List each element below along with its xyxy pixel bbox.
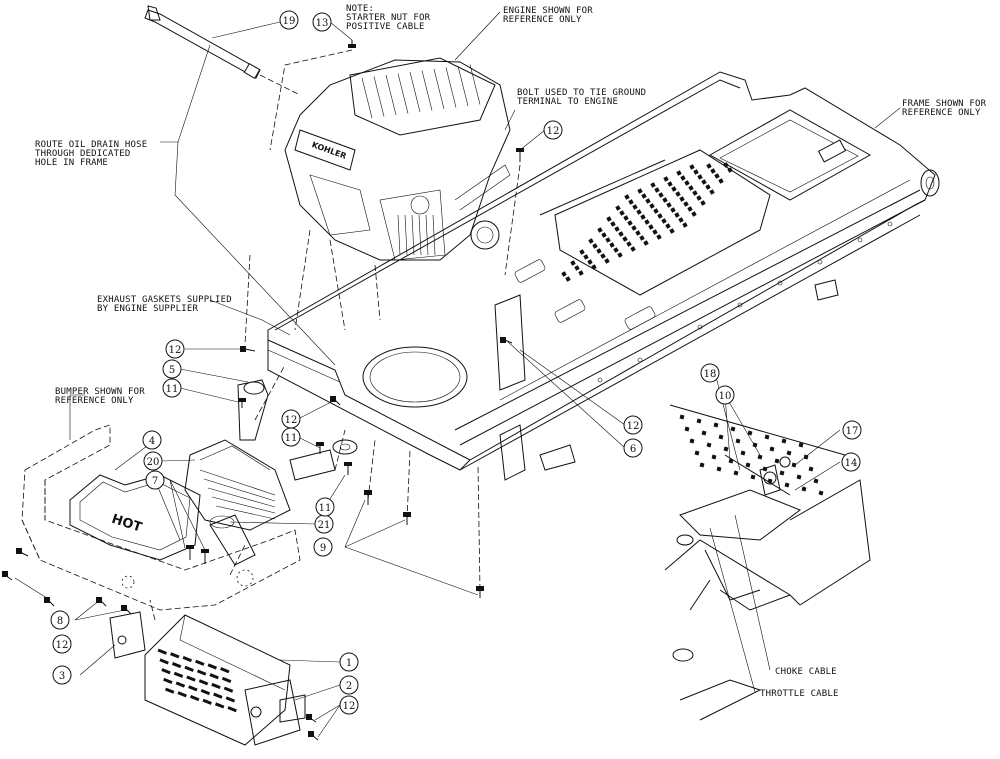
svg-text:10: 10 <box>719 391 732 402</box>
svg-text:11: 11 <box>166 384 179 395</box>
callout-14: 14 <box>841 452 861 472</box>
callout-12-f: 12 <box>339 695 359 715</box>
svg-text:1: 1 <box>346 658 352 669</box>
oil-note-line-2: THROUGH DEDICATED <box>35 149 131 159</box>
callout-21: 21 <box>314 514 334 534</box>
callout-11-c: 11 <box>315 497 335 517</box>
annotation-notes: NOTE: STARTER NUT FOR POSITIVE CABLE ENG… <box>35 4 987 699</box>
mower-frame <box>267 71 940 481</box>
oil-drain-hose <box>144 5 301 96</box>
callout-1: 1 <box>339 652 359 672</box>
callout-10: 10 <box>715 385 735 405</box>
callout-17: 17 <box>842 420 862 440</box>
oil-note-line-1: ROUTE OIL DRAIN HOSE <box>35 140 147 150</box>
svg-text:21: 21 <box>318 520 331 531</box>
ground-note-line-1: BOLT USED TO TIE GROUND <box>517 88 646 98</box>
ground-note-line-2: TERMINAL TO ENGINE <box>517 97 618 107</box>
heat-shield: HOT <box>69 474 201 561</box>
starter-note-line-3: POSITIVE CABLE <box>346 22 425 32</box>
starter-note-line-2: STARTER NUT FOR <box>346 13 431 23</box>
leader-lines <box>14 11 901 738</box>
bumper-note-line-1: BUMPER SHOWN FOR <box>55 387 145 397</box>
callout-12-e: 12 <box>52 634 72 654</box>
bumper-note-line-2: REFERENCE ONLY <box>55 396 134 406</box>
lower-muffler <box>109 611 306 746</box>
gasket-note-line-2: BY ENGINE SUPPLIER <box>97 304 199 314</box>
callout-7: 7 <box>145 470 165 490</box>
svg-text:8: 8 <box>57 616 63 627</box>
svg-text:11: 11 <box>319 503 332 514</box>
svg-text:12: 12 <box>627 421 640 432</box>
assembly-lines <box>149 49 521 621</box>
callout-2: 2 <box>339 675 359 695</box>
callout-18: 18 <box>700 363 720 383</box>
svg-text:19: 19 <box>283 16 296 27</box>
callouts: 19 13 12 12 5 11 12 4 11 20 7 21 11 9 12… <box>50 10 862 715</box>
svg-text:12: 12 <box>285 415 298 426</box>
throttle-cable-label: THROTTLE CABLE <box>760 689 839 699</box>
deck-hole-grid <box>561 162 733 282</box>
svg-text:12: 12 <box>343 701 356 712</box>
callout-11-a: 11 <box>162 378 182 398</box>
engine-note-line-2: REFERENCE ONLY <box>503 15 582 25</box>
engine-note-line-1: ENGINE SHOWN FOR <box>503 6 593 16</box>
callout-9: 9 <box>313 537 333 557</box>
svg-text:7: 7 <box>152 476 158 487</box>
svg-text:14: 14 <box>845 458 858 469</box>
frame-note-line-2: REFERENCE ONLY <box>902 108 981 118</box>
callout-3: 3 <box>52 665 72 685</box>
svg-text:5: 5 <box>169 365 175 376</box>
svg-text:12: 12 <box>169 345 182 356</box>
svg-text:4: 4 <box>149 436 155 447</box>
svg-text:6: 6 <box>630 444 636 455</box>
svg-text:20: 20 <box>147 457 160 468</box>
svg-text:9: 9 <box>320 543 326 554</box>
frame-note-line-1: FRAME SHOWN FOR <box>902 99 987 109</box>
gasket-note-line-1: EXHAUST GASKETS SUPPLIED <box>97 295 232 305</box>
muffler-assembly <box>184 379 358 566</box>
svg-text:11: 11 <box>285 433 298 444</box>
svg-text:12: 12 <box>56 640 69 651</box>
choke-cable-label: CHOKE CABLE <box>775 667 837 677</box>
hot-label: HOT <box>110 512 144 536</box>
callout-8: 8 <box>50 610 70 630</box>
bumper <box>21 424 301 611</box>
svg-text:17: 17 <box>846 426 859 437</box>
callout-12-a: 12 <box>543 120 563 140</box>
inset-detail <box>664 404 871 721</box>
callout-20: 20 <box>143 451 163 471</box>
callout-11-b: 11 <box>281 427 301 447</box>
callout-19: 19 <box>279 10 299 30</box>
svg-text:12: 12 <box>547 126 560 137</box>
svg-text:3: 3 <box>59 671 65 682</box>
callout-5: 5 <box>162 359 182 379</box>
callout-12-b: 12 <box>165 339 185 359</box>
oil-note-line-3: HOLE IN FRAME <box>35 158 108 168</box>
callout-12-d: 12 <box>623 415 643 435</box>
starter-note-line-1: NOTE: <box>346 4 374 14</box>
svg-text:13: 13 <box>316 18 329 29</box>
svg-text:2: 2 <box>346 681 352 692</box>
engine: KOHLER <box>284 57 511 261</box>
svg-text:18: 18 <box>704 369 717 380</box>
callout-13: 13 <box>312 12 332 32</box>
callout-12-c: 12 <box>281 409 301 429</box>
callout-6: 6 <box>623 438 643 458</box>
callout-4: 4 <box>142 430 162 450</box>
